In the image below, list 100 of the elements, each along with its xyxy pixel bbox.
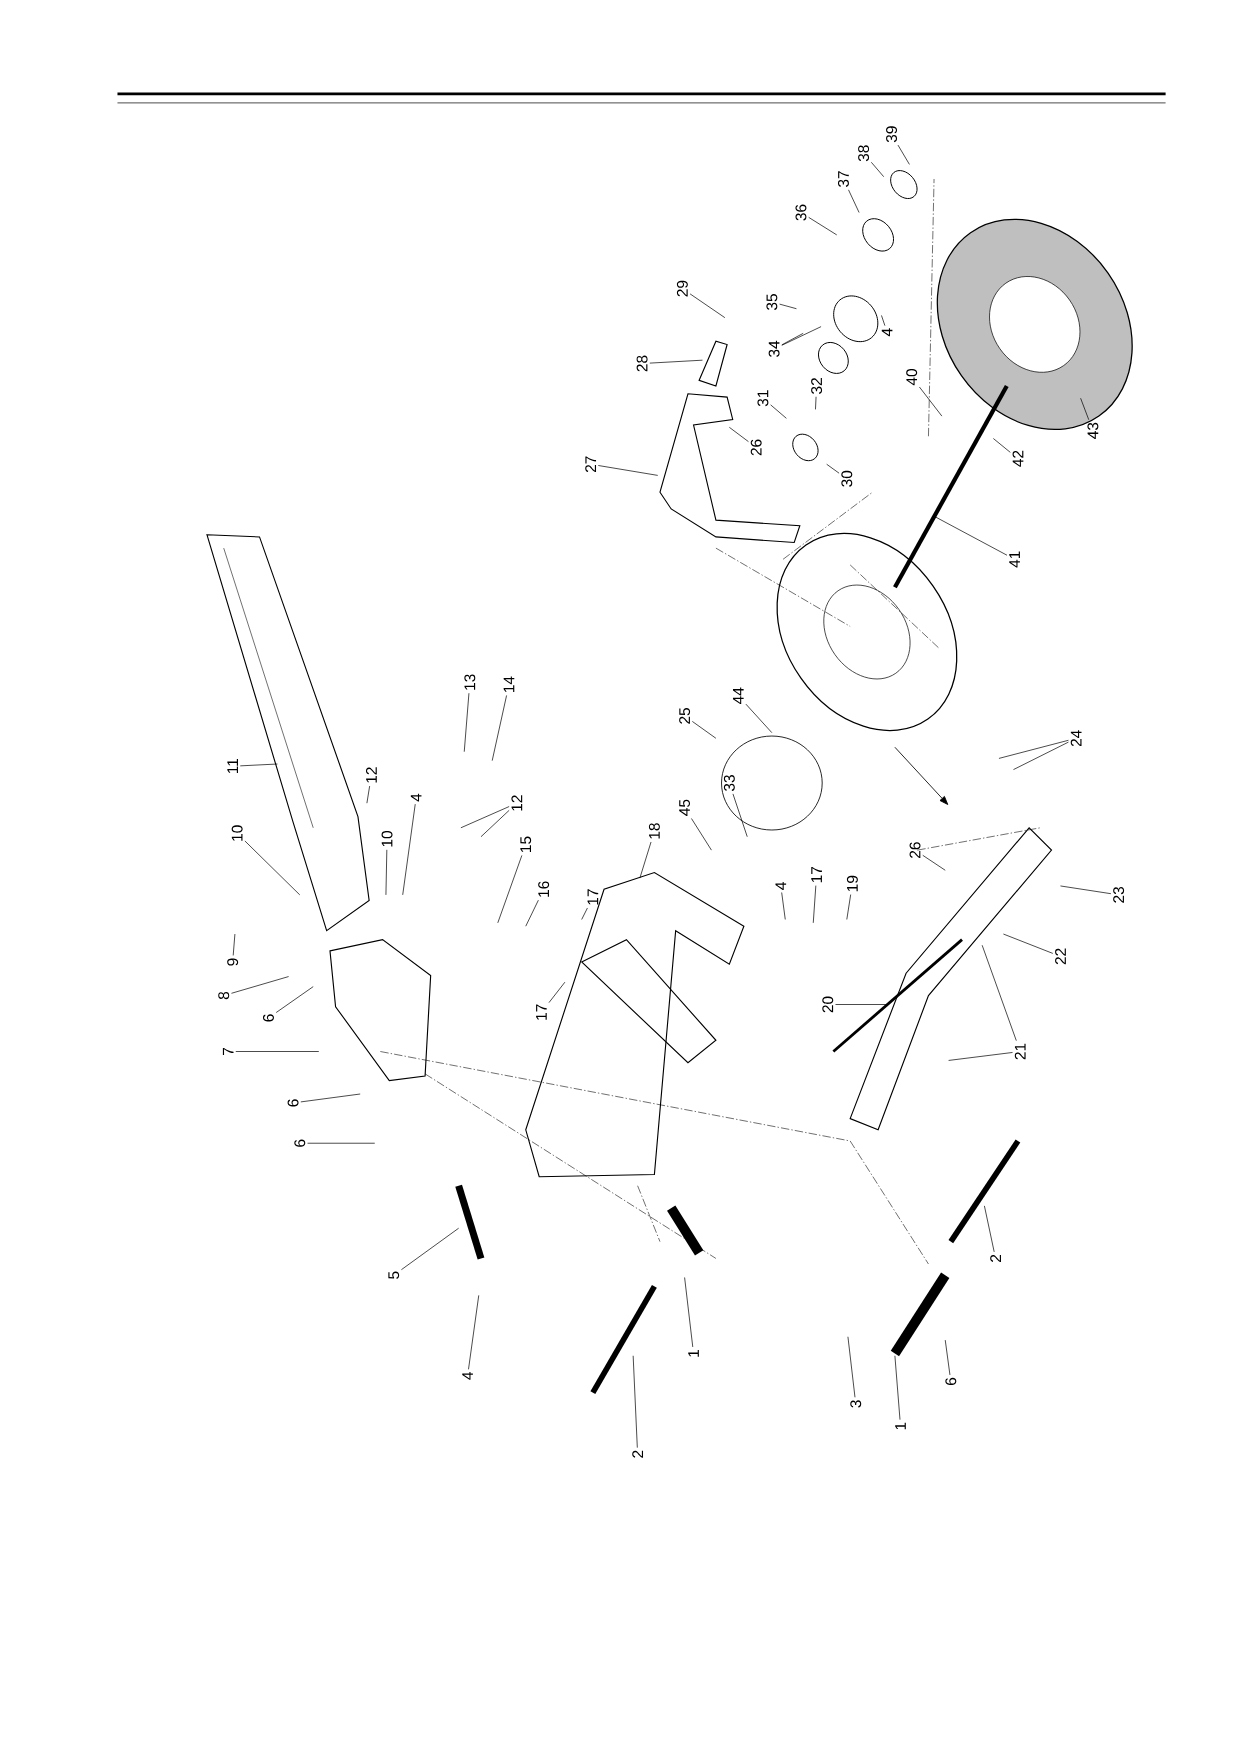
callout-number: 3: [850, 1400, 861, 1408]
callout-number: 5: [388, 1271, 399, 1279]
callout-number: 26: [750, 439, 762, 456]
leader-line: [808, 217, 837, 236]
callout-number: 12: [365, 767, 377, 783]
leader-line: [497, 855, 523, 924]
leader-line: [385, 849, 387, 896]
leader-line: [402, 803, 416, 896]
callout-number: 10: [231, 825, 243, 841]
callout-number: 10: [381, 830, 393, 847]
callout-number: 17: [811, 866, 822, 883]
callout-number: 20: [822, 996, 834, 1013]
callout-number: 41: [1009, 551, 1020, 568]
leader-line: [814, 396, 817, 410]
leader-line: [880, 315, 886, 326]
leader-line: [239, 763, 278, 767]
leader-line: [847, 1336, 856, 1398]
leader-line: [639, 841, 652, 879]
callout-number: 37: [837, 171, 849, 187]
leader-line: [300, 1093, 361, 1103]
callout-number: 4: [462, 1372, 473, 1380]
callout-number: 36: [795, 204, 807, 221]
callout-number: 2: [989, 1254, 1001, 1262]
callout-number: 28: [636, 355, 648, 372]
leader-line: [781, 326, 822, 346]
leader-line: [684, 1277, 693, 1348]
leader-line: [306, 1142, 375, 1144]
leader-line: [981, 944, 1017, 1041]
callout-number: 34: [768, 340, 780, 357]
callout-number: 27: [585, 456, 596, 473]
leader-line: [779, 303, 797, 310]
leader-line: [812, 885, 816, 924]
leader-line: [230, 976, 289, 994]
callout-number: 6: [262, 1014, 274, 1022]
leader-line: [400, 1227, 459, 1271]
leader-line: [894, 1355, 901, 1421]
callout-number: 23: [1112, 886, 1124, 903]
leader-line: [918, 386, 943, 417]
leader-line: [846, 894, 851, 920]
leader-line: [732, 793, 748, 838]
callout-number: 39: [885, 126, 897, 143]
leader-line: [597, 465, 658, 476]
leader-line: [1080, 397, 1089, 421]
leader-line: [1002, 933, 1053, 954]
leader-line: [463, 692, 470, 753]
callout-number: 35: [766, 294, 778, 311]
leader-line: [1012, 741, 1069, 770]
leader-line: [992, 438, 1011, 453]
callout-number: 6: [945, 1377, 957, 1385]
leader-line: [781, 332, 804, 346]
leader-line: [781, 892, 786, 920]
callout-number: 4: [410, 793, 422, 802]
leader-line: [480, 810, 510, 838]
callout-number: 45: [679, 799, 690, 816]
leader-line: [728, 426, 749, 442]
leader-line: [897, 144, 910, 165]
leader-line: [826, 463, 840, 474]
leader-line: [548, 981, 566, 1003]
callout-number: 14: [503, 676, 515, 692]
leader-line: [922, 854, 946, 871]
leader-line: [847, 189, 860, 213]
callout-number: 2: [632, 1450, 643, 1458]
callout-number: 17: [535, 1004, 547, 1020]
callout-number: 21: [1014, 1043, 1026, 1060]
callout-number: 29: [676, 280, 688, 297]
callout-number: 31: [757, 390, 769, 407]
leader-line: [834, 1004, 887, 1005]
leader-line: [232, 933, 236, 956]
callout-number: 4: [881, 328, 893, 337]
callout-number: 8: [218, 991, 229, 1000]
callout-number: 4: [775, 882, 786, 890]
callout-number: 25: [678, 707, 690, 724]
callout-number: 38: [857, 145, 869, 162]
callout-number: 16: [537, 881, 549, 897]
leader-line: [275, 986, 314, 1013]
leader-line: [745, 703, 772, 734]
leader-line: [366, 785, 370, 804]
leader-line: [690, 818, 712, 851]
leader-line: [525, 899, 539, 927]
leader-line: [235, 1051, 319, 1052]
leader-line: [770, 404, 787, 419]
callout-number: 22: [1054, 948, 1066, 965]
leader-line: [581, 907, 588, 920]
callout-number: 12: [511, 795, 522, 811]
leader-line: [983, 1205, 995, 1253]
callout-number: 24: [1070, 730, 1082, 747]
callout-number: 6: [287, 1099, 299, 1107]
callout-number: 13: [464, 674, 476, 690]
callout-number: 15: [520, 836, 531, 852]
callout-number: 19: [846, 875, 858, 892]
callout-number: 9: [227, 958, 238, 966]
leader-line: [460, 806, 510, 829]
leader-line: [948, 1052, 1013, 1061]
leader-line: [1059, 885, 1112, 895]
callout-number: 11: [227, 758, 238, 774]
callout-number: 40: [906, 369, 917, 386]
leader-line: [934, 516, 1008, 556]
callout-number: 1: [895, 1422, 906, 1430]
callout-number: 1: [688, 1349, 699, 1357]
callout-number: 18: [648, 823, 660, 839]
